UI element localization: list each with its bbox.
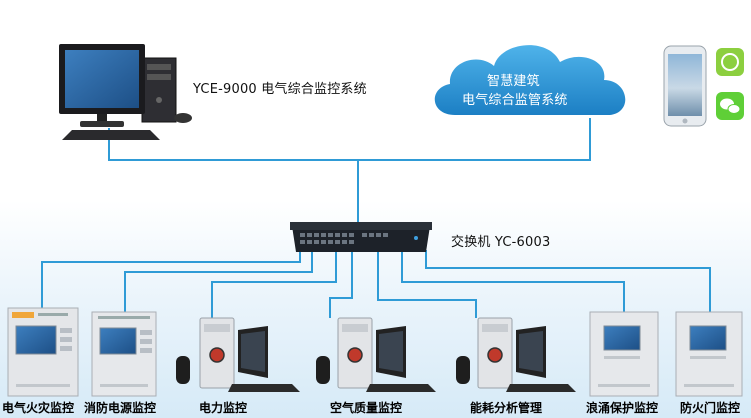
desktop-computer-icon — [59, 44, 192, 140]
workstation-icon — [176, 317, 300, 392]
device-label: 电力监控 — [199, 401, 248, 415]
monitor-panel-icon — [91, 311, 157, 397]
wechat-icon — [716, 92, 744, 120]
smartphone-icon — [663, 45, 707, 127]
cloud-subtitle: 电气综合监管系统 — [462, 93, 568, 108]
cloud-icon — [434, 45, 626, 116]
top-system-label: YCE-9000 电气综合监控系统 — [193, 82, 367, 97]
device-label: 电气火灾监控 — [2, 401, 75, 415]
device-label: 防火门监控 — [680, 401, 741, 415]
device-label: 能耗分析管理 — [470, 401, 543, 415]
link-device-4 — [329, 250, 353, 318]
monitor-panel-icon — [7, 307, 79, 397]
app-green-icon — [716, 48, 744, 76]
link-top-system — [108, 118, 591, 161]
device-label: 空气质量监控 — [330, 401, 403, 415]
link-device-5 — [377, 250, 477, 318]
workstation-icon — [456, 317, 576, 392]
monitor-panel-icon — [589, 311, 659, 397]
monitor-panel-icon — [675, 311, 743, 397]
link-device-2 — [124, 250, 313, 312]
switch-label: 交换机 YC-6003 — [451, 235, 551, 250]
device-label: 消防电源监控 — [84, 401, 157, 415]
link-device-6 — [401, 250, 625, 312]
network-switch-icon — [290, 222, 432, 252]
link-device-7 — [425, 250, 711, 312]
link-device-1 — [41, 250, 301, 308]
cloud-title: 智慧建筑 — [487, 74, 540, 89]
device-label: 浪涌保护监控 — [586, 401, 659, 415]
network-links — [41, 118, 711, 318]
link-device-3 — [211, 250, 337, 318]
workstation-icon — [316, 317, 436, 392]
